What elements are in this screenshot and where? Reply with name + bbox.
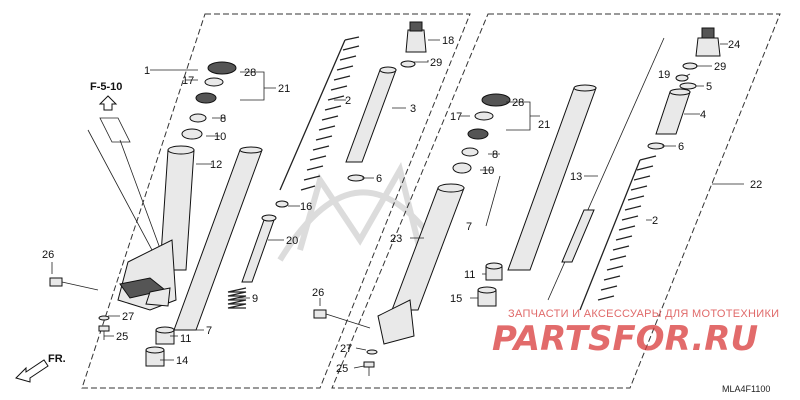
fork-bolt[interactable]: [405, 21, 427, 53]
callout-16: 16: [300, 201, 312, 213]
front-label: FR.: [48, 353, 66, 365]
bracket-detail: [99, 117, 131, 143]
callout-24-right: 24: [728, 39, 740, 51]
callout-29: 29: [430, 57, 442, 69]
o-ring-right[interactable]: [647, 142, 665, 150]
left-assembly-frame: [81, 13, 471, 389]
callout-18: 18: [442, 35, 454, 47]
callout-28: 28: [244, 67, 256, 79]
callout-10: 10: [214, 131, 226, 143]
callout-10-right: 10: [482, 165, 494, 177]
callout-8-right: 8: [492, 149, 498, 161]
diagram-code: MLA4F1100: [722, 384, 770, 394]
fork-spring-left[interactable]: [279, 36, 360, 191]
oil-seal-right[interactable]: [467, 128, 489, 140]
callout-11-right: 11: [464, 269, 475, 281]
callout-1: 1: [144, 65, 150, 77]
fork-piston-rod[interactable]: [547, 37, 665, 301]
guide-bushing-right[interactable]: [477, 286, 497, 307]
spring-collar[interactable]: [345, 66, 397, 163]
callout-28-right: 28: [512, 97, 524, 109]
callout-25: 25: [116, 331, 128, 343]
oil-seal-cap-right[interactable]: [481, 93, 511, 107]
dust-seal[interactable]: [181, 128, 203, 140]
callout-21: 21: [278, 83, 290, 95]
stopper-ring[interactable]: [189, 113, 207, 123]
o-ring[interactable]: [347, 174, 365, 182]
oil-seal-cap[interactable]: [207, 61, 237, 75]
oil-seal[interactable]: [195, 92, 217, 104]
callout-3: 3: [410, 103, 416, 115]
callout-17-right: 17: [450, 111, 462, 123]
callout-8: 8: [220, 113, 226, 125]
background-emblem: [277, 162, 443, 262]
watermark: ЗАПЧАСТИ И АКСЕССУАРЫ ДЛЯ МОТОТЕХНИКИ PA…: [492, 308, 779, 359]
callout-15-right: 15: [450, 293, 462, 305]
dust-seal-right[interactable]: [452, 162, 472, 174]
callout-27: 27: [122, 311, 134, 323]
reference-box[interactable]: F-5-10: [87, 81, 166, 266]
callout-12: 12: [210, 159, 222, 171]
cap-o-ring-right[interactable]: [682, 62, 698, 70]
callout-29-right: 29: [714, 61, 726, 73]
washer-left[interactable]: [98, 315, 110, 321]
washer-right-lower[interactable]: [366, 349, 378, 355]
outer-fork-tube-right[interactable]: [377, 183, 465, 345]
callout-4-right: 4: [700, 109, 706, 121]
callout-11: 11: [180, 333, 191, 345]
damper-rod[interactable]: [241, 214, 277, 283]
cap-o-ring[interactable]: [400, 60, 416, 68]
slide-bushing-right[interactable]: [485, 262, 503, 281]
reference-label: F-5-10: [90, 81, 122, 93]
callout-2-right: 2: [652, 215, 658, 227]
washer[interactable]: [275, 200, 289, 208]
spacer-ring[interactable]: [679, 82, 697, 90]
right-assembly-frame: [331, 13, 781, 389]
screw-left[interactable]: [98, 325, 110, 340]
callout-14: 14: [176, 355, 188, 367]
callout-27-right: 27: [340, 343, 352, 355]
callout-23-right: 23: [390, 233, 402, 245]
callout-2: 2: [345, 95, 351, 107]
spring-collar-right[interactable]: [655, 88, 691, 135]
seal-ring[interactable]: [204, 77, 224, 87]
seal-ring-right[interactable]: [474, 111, 494, 121]
screw-right[interactable]: [363, 361, 375, 376]
axle-bolt-right[interactable]: [313, 309, 371, 329]
callout-6-right: 6: [678, 141, 684, 153]
callout-17: 17: [182, 75, 194, 87]
callout-13-right: 13: [570, 171, 582, 183]
fork-bolt-right[interactable]: [695, 27, 721, 57]
callout-19-right: 19: [658, 69, 670, 81]
callout-7: 7: [206, 325, 212, 337]
inner-fork-tube-right[interactable]: [507, 84, 597, 271]
callout-7-right: 7: [466, 221, 472, 233]
callout-5-right: 5: [706, 81, 712, 93]
rebound-spring[interactable]: [227, 287, 247, 309]
callout-9: 9: [252, 293, 258, 305]
stopper-ring-right[interactable]: [461, 147, 479, 157]
axle-bolt-left[interactable]: [49, 277, 99, 291]
watermark-logo: PARTSFOR.RU: [492, 319, 758, 359]
callout-22-right: 22: [750, 179, 762, 191]
callout-20: 20: [286, 235, 298, 247]
callout-6: 6: [376, 173, 382, 185]
callout-25-right: 25: [336, 363, 348, 375]
outer-fork-tube[interactable]: [117, 145, 195, 311]
guide-bushing[interactable]: [145, 346, 165, 367]
callout-21-right: 21: [538, 119, 550, 131]
slide-bushing[interactable]: [155, 326, 175, 345]
callout-26-right: 26: [312, 287, 324, 299]
fork-spring-right[interactable]: [579, 155, 657, 311]
front-direction-indicator: FR.: [15, 353, 66, 383]
watermark-tagline: ЗАПЧАСТИ И АКСЕССУАРЫ ДЛЯ МОТОТЕХНИКИ: [508, 308, 779, 320]
washer-right[interactable]: [675, 74, 689, 82]
up-arrow-icon: [98, 95, 118, 111]
callout-26: 26: [42, 249, 54, 261]
